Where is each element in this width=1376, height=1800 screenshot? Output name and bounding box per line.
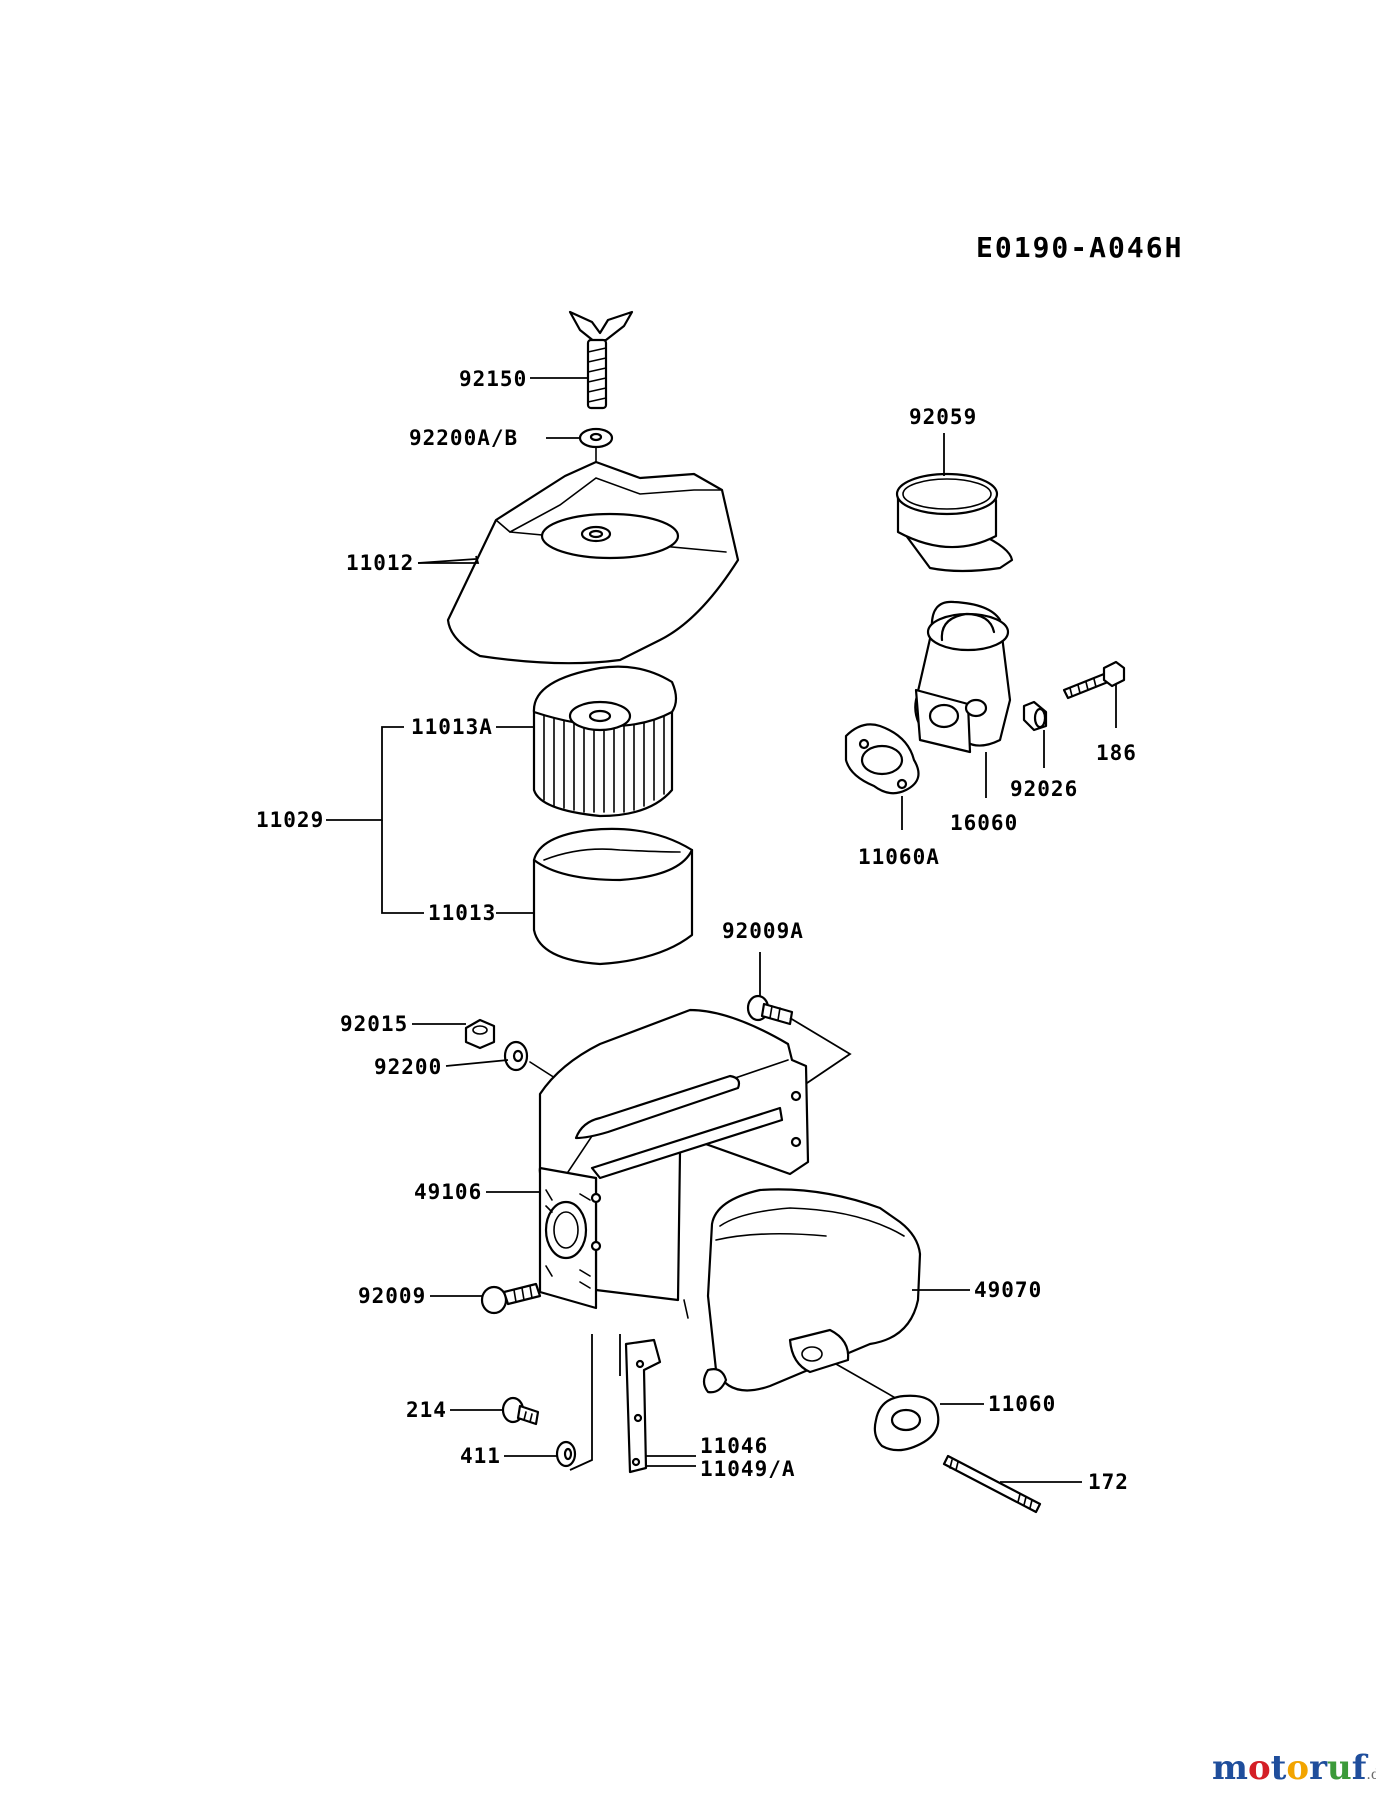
watermark-letter: f: [1351, 1748, 1367, 1788]
muffler: [702, 1188, 922, 1405]
flange-nut: [464, 1018, 496, 1050]
watermark-letter: o: [1286, 1748, 1310, 1788]
label-92200ab: 92200A/B: [409, 426, 518, 450]
label-11060a: 11060A: [858, 845, 940, 869]
muffler-gasket: [873, 1394, 940, 1452]
air-cleaner-cover: [446, 460, 740, 665]
label-49070: 49070: [974, 1278, 1042, 1302]
lock-washer: [555, 1440, 577, 1468]
intake-ring: [895, 472, 1014, 573]
label-11029: 11029: [256, 808, 324, 832]
label-11046: 11046: [700, 1434, 768, 1458]
label-16060: 16060: [950, 811, 1018, 835]
watermark-letter: o: [1247, 1748, 1271, 1788]
label-11013: 11013: [428, 901, 496, 925]
watermark-letter: m: [1212, 1748, 1248, 1788]
washer-muffler: [503, 1040, 529, 1072]
label-214: 214: [406, 1398, 447, 1422]
label-11012: 11012: [346, 551, 414, 575]
label-92015: 92015: [340, 1012, 408, 1036]
carburetor-body: [914, 600, 1012, 754]
label-186: 186: [1096, 741, 1137, 765]
watermark-letter: t: [1270, 1748, 1287, 1788]
label-92200: 92200: [374, 1055, 442, 1079]
muffler-bracket: [624, 1338, 662, 1474]
carburetor-gasket: [844, 723, 920, 795]
watermark-logo: motoruf.de: [1212, 1748, 1376, 1788]
label-92009: 92009: [358, 1284, 426, 1308]
wing-bolt: [568, 310, 634, 410]
muffler-cover: [538, 1008, 810, 1310]
diagram-code: E0190-A046H: [976, 231, 1183, 264]
watermark-suffix: .de: [1366, 1767, 1376, 1783]
part-labels: 92150 92200A/B 11012 11013A 11029 11013 …: [256, 367, 1137, 1494]
label-11013a: 11013A: [411, 715, 493, 739]
paper-element: [532, 665, 678, 818]
carb-bolt: [1062, 660, 1126, 700]
label-92026: 92026: [1010, 777, 1078, 801]
foam-precleaner: [532, 827, 694, 966]
muffler-cover-screw: [480, 1282, 542, 1315]
bracket-bolt: [501, 1396, 540, 1426]
watermark-letter: u: [1327, 1748, 1352, 1788]
watermark-letter: r: [1309, 1748, 1327, 1788]
label-411: 411: [460, 1444, 501, 1468]
label-49106: 49106: [414, 1180, 482, 1204]
leader-lines: [326, 377, 1117, 1483]
label-92150: 92150: [459, 367, 527, 391]
washer-top: [578, 427, 614, 449]
spacer: [1022, 700, 1048, 732]
label-172: 172: [1088, 1470, 1129, 1494]
label-11049a: 11049/A: [700, 1457, 796, 1481]
stud-bolt: [942, 1454, 1042, 1514]
muffler-cover-bolt: [746, 994, 794, 1026]
label-92059: 92059: [909, 405, 977, 429]
label-11060: 11060: [988, 1392, 1056, 1416]
label-92009a: 92009A: [722, 919, 804, 943]
